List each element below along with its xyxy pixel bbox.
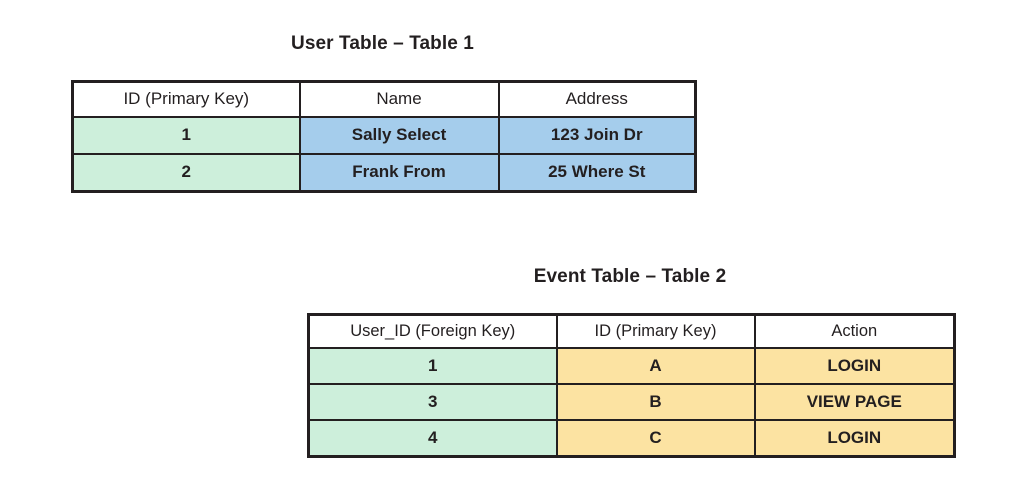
event-table-header-action: Action [753,313,956,349]
event-table-cell-id: A [555,347,756,385]
event-table-header-row: User_ID (Foreign Key) ID (Primary Key) A… [307,313,956,349]
event-table-cell-user-id: 4 [307,419,558,458]
user-table-title: User Table – Table 1 [291,33,474,54]
event-table: User_ID (Foreign Key) ID (Primary Key) A… [307,313,956,458]
event-table-cell-action: LOGIN [753,419,956,458]
user-table-header-name: Name [298,80,500,118]
event-table-cell-user-id: 1 [307,347,558,385]
event-table-row: 4 C LOGIN [307,419,956,458]
user-table-cell-id: 1 [71,116,301,155]
event-table-cell-action: LOGIN [753,347,956,385]
event-table-header-user-id: User_ID (Foreign Key) [307,313,558,349]
user-table-header-id: ID (Primary Key) [71,80,301,118]
event-table-cell-action: VIEW PAGE [753,383,956,421]
user-table-row: 1 Sally Select 123 Join Dr [71,116,697,155]
event-table-row: 3 B VIEW PAGE [307,383,956,421]
user-table-cell-address: 123 Join Dr [497,116,697,155]
event-table-cell-id: C [555,419,756,458]
event-table-header-id: ID (Primary Key) [555,313,756,349]
event-table-title: Event Table – Table 2 [533,266,727,287]
event-table-cell-user-id: 3 [307,383,558,421]
event-table-cell-id: B [555,383,756,421]
user-table-row: 2 Frank From 25 Where St [71,153,697,193]
user-table-header-address: Address [497,80,697,118]
user-table-cell-id: 2 [71,153,301,193]
user-table-header-row: ID (Primary Key) Name Address [71,80,697,118]
event-table-row: 1 A LOGIN [307,347,956,385]
user-table-cell-name: Frank From [298,153,500,193]
user-table-cell-name: Sally Select [298,116,500,155]
user-table-cell-address: 25 Where St [497,153,697,193]
user-table: ID (Primary Key) Name Address 1 Sally Se… [71,80,697,193]
